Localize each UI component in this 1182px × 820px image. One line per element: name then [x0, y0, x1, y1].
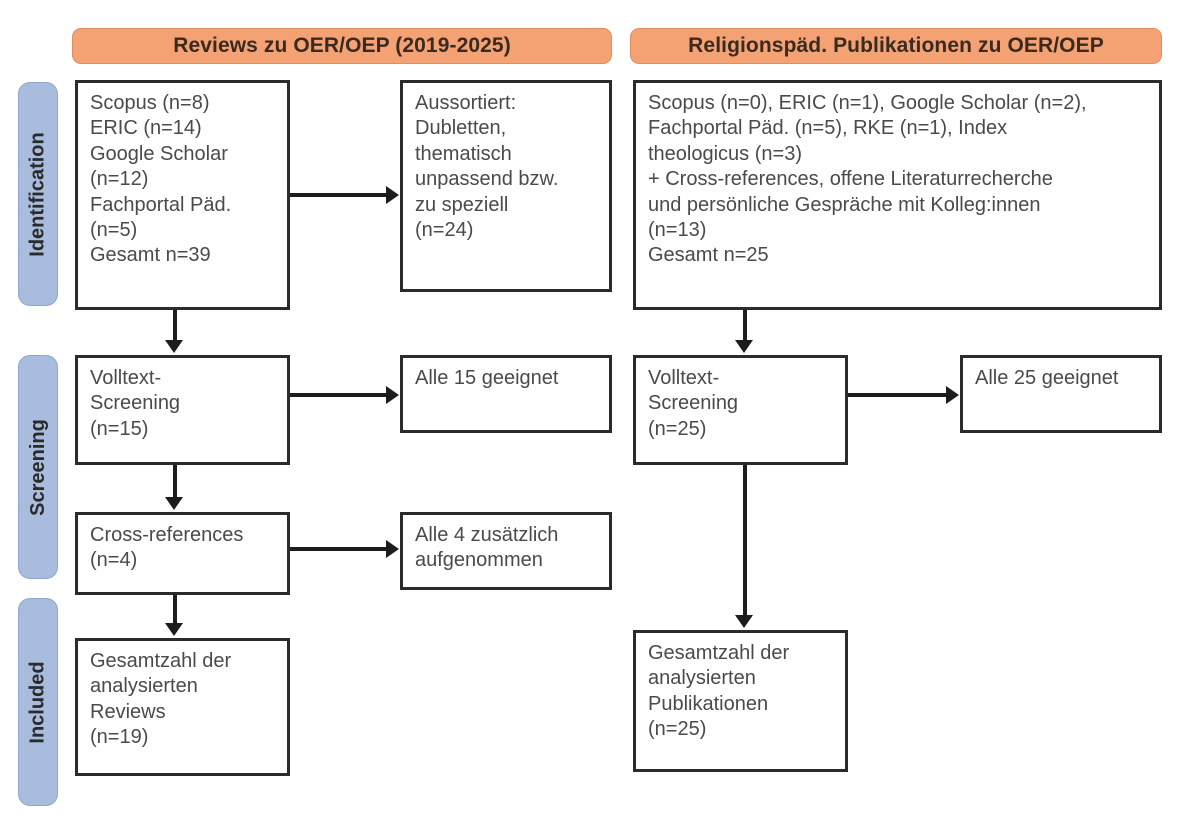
- connector-screening-to-crossref-left: [173, 465, 177, 499]
- connector-identification-to-excluded: [290, 193, 388, 197]
- box-screening-result-reviews: Alle 15 geeignet: [400, 355, 612, 433]
- connector-crossref-to-included-left: [173, 595, 177, 625]
- arrowhead-down-icon: [165, 340, 183, 353]
- stage-bar-identification: Identification: [18, 82, 58, 306]
- box-cross-references-result: Alle 4 zusätzlich aufgenommen: [400, 512, 612, 590]
- box-included-reviews: Gesamtzahl der analysierten Reviews (n=1…: [75, 638, 290, 776]
- connector-identification-to-screening-left: [173, 310, 177, 342]
- box-screening-fulltext-publications: Volltext- Screening (n=25): [633, 355, 848, 465]
- arrowhead-down-icon: [735, 615, 753, 628]
- connector-screening-to-result-left: [290, 393, 388, 397]
- stage-label-included: Included: [26, 660, 49, 744]
- arrowhead-right-icon: [386, 386, 399, 404]
- arrowhead-right-icon: [386, 540, 399, 558]
- arrowhead-down-icon: [165, 623, 183, 636]
- box-identification-sources-reviews: Scopus (n=8) ERIC (n=14) Google Scholar …: [75, 80, 290, 310]
- box-screening-fulltext-reviews: Volltext- Screening (n=15): [75, 355, 290, 465]
- column-header-reviews: Reviews zu OER/OEP (2019-2025): [72, 28, 612, 64]
- connector-screening-to-included-right: [743, 465, 747, 617]
- column-header-religionspaed: Religionspäd. Publikationen zu OER/OEP: [630, 28, 1162, 64]
- stage-label-identification: Identification: [26, 131, 49, 257]
- box-identification-excluded: Aussortiert: Dubletten, thematisch unpas…: [400, 80, 612, 292]
- box-cross-references: Cross-references (n=4): [75, 512, 290, 595]
- box-identification-sources-publications: Scopus (n=0), ERIC (n=1), Google Scholar…: [633, 80, 1162, 310]
- connector-screening-to-result-right: [848, 393, 948, 397]
- arrowhead-down-icon: [735, 340, 753, 353]
- box-screening-result-publications: Alle 25 geeignet: [960, 355, 1162, 433]
- arrowhead-right-icon: [386, 186, 399, 204]
- arrowhead-right-icon: [946, 386, 959, 404]
- arrowhead-down-icon: [165, 497, 183, 510]
- stage-bar-included: Included: [18, 598, 58, 806]
- stage-label-screening: Screening: [26, 418, 49, 516]
- connector-identification-to-screening-right: [743, 310, 747, 342]
- box-included-publications: Gesamtzahl der analysierten Publikatione…: [633, 630, 848, 772]
- stage-bar-screening: Screening: [18, 355, 58, 579]
- connector-crossref-to-result: [290, 547, 388, 551]
